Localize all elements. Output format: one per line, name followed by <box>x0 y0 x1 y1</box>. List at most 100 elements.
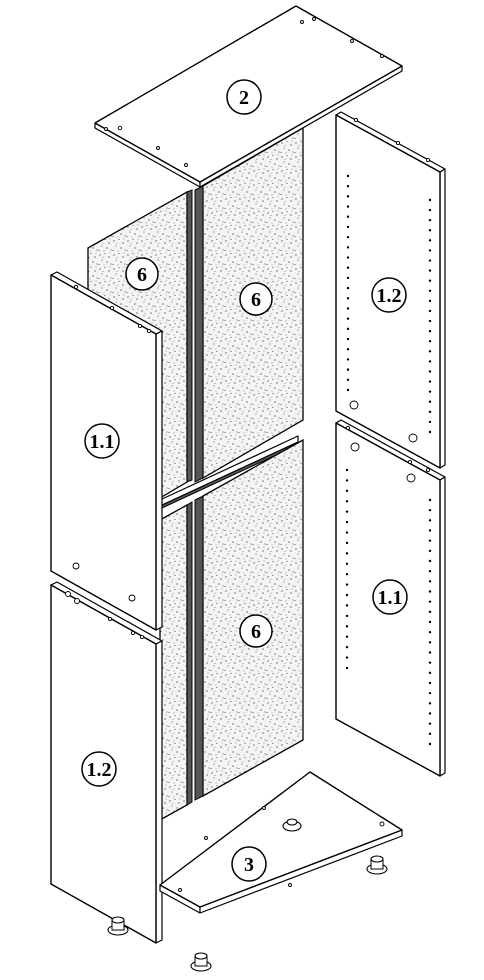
shelf-pin-hole <box>428 610 432 614</box>
shelf-pin-hole <box>428 390 432 393</box>
shelf-pin-hole <box>428 600 432 603</box>
shelf-pin-hole <box>346 317 350 320</box>
shelf-pin-hole <box>428 712 432 715</box>
shelf-pin-hole <box>346 174 350 178</box>
shelf-pin-hole <box>428 508 432 512</box>
back-panel-lower-left <box>159 501 193 822</box>
shelf-pin-hole <box>428 198 432 202</box>
shelf-pin-hole <box>428 329 432 333</box>
shelf-pin-hole <box>345 573 349 576</box>
shelf-pin-hole <box>428 410 432 414</box>
shelf-pin-hole <box>345 666 349 670</box>
shelf-pin-hole <box>428 702 432 705</box>
shelf-pin-hole <box>428 218 432 222</box>
shelf-pin-hole <box>428 671 432 675</box>
shelf-pin-hole <box>345 593 349 597</box>
shelf-pin-hole <box>428 350 432 353</box>
top-panel-callout <box>226 79 262 115</box>
shelf-pin-hole <box>428 208 432 212</box>
shelf-pin-hole <box>428 569 432 573</box>
shelf-pin-hole <box>346 215 350 218</box>
shelf-pin-hole <box>345 479 349 482</box>
right-side-lower-label: 1.1 <box>378 587 403 609</box>
shelf-pin-hole <box>428 269 432 272</box>
shelf-pin-hole <box>428 651 432 654</box>
shelf-pin-hole <box>345 625 349 628</box>
left-side-upper-label: 1.1 <box>90 431 115 453</box>
shelf-pin-hole <box>345 520 349 524</box>
shelf-pin-hole <box>346 297 350 300</box>
shelf-pin-hole <box>346 225 350 229</box>
left-side-lower-panel: 1.2 <box>50 581 163 944</box>
back-panel-upper-right: 6 <box>194 126 304 483</box>
shelf-pin-hole <box>345 489 349 493</box>
shelf-pin-hole <box>346 368 350 371</box>
shelf-pin-hole <box>345 468 349 472</box>
shelf-pin-hole <box>428 289 432 292</box>
shelf-pin-hole <box>428 420 432 424</box>
shelf-pin-hole <box>346 327 350 331</box>
shelf-pin-hole <box>346 276 350 280</box>
shelf-pin-hole <box>428 742 432 746</box>
shelf-pin-holes <box>345 468 432 746</box>
bottom-panel: 3 <box>159 771 403 914</box>
bottom-panel-label: 3 <box>244 854 254 876</box>
shelf-pin-hole <box>428 259 432 262</box>
shelf-pin-hole <box>345 541 349 545</box>
shelf-pin-hole <box>428 661 432 664</box>
shelf-pin-hole <box>345 604 349 607</box>
shelf-pin-hole <box>428 279 432 282</box>
shelf-pin-hole <box>428 249 432 252</box>
shelf-pin-hole <box>428 309 432 313</box>
shelf-pin-hole <box>346 195 350 198</box>
shelf-pin-hole <box>346 378 350 382</box>
shelf-pin-hole <box>346 307 350 310</box>
shelf-pin-hole <box>345 583 349 586</box>
shelf-pin-hole <box>428 519 432 522</box>
shelf-pin-hole <box>346 235 350 239</box>
shelf-pin-hole <box>428 360 432 363</box>
shelf-pin-hole <box>428 430 432 434</box>
shelf-pin-hole <box>428 630 432 634</box>
leveling-foot-icon <box>107 916 129 936</box>
top-panel: 2 <box>94 5 403 188</box>
leveling-foot-icon <box>282 818 302 832</box>
top-panel-label: 2 <box>239 87 249 109</box>
shelf-pin-hole <box>428 590 432 593</box>
leveling-foot-icon <box>190 952 212 972</box>
leveling-foot-icon <box>366 855 388 875</box>
shelf-pin-hole <box>346 337 350 341</box>
back-panel-lower-right-label: 6 <box>251 621 261 643</box>
shelf-pin-hole <box>345 510 349 513</box>
left-side-lower-label: 1.2 <box>87 759 112 781</box>
shelf-pin-holes <box>346 174 432 434</box>
shelf-pin-hole <box>428 229 432 232</box>
shelf-pin-hole <box>345 562 349 565</box>
shelf-pin-hole <box>428 691 432 695</box>
shelf-pin-hole <box>428 498 432 502</box>
right-side-upper-label: 1.2 <box>377 285 402 307</box>
shelf-pin-hole <box>345 531 349 534</box>
shelf-pin-hole <box>428 580 432 583</box>
shelf-pin-hole <box>345 635 349 638</box>
shelf-pin-hole <box>346 286 350 290</box>
shelf-pin-hole <box>428 299 432 303</box>
shelf-pin-hole <box>428 529 432 532</box>
shelf-pin-hole <box>428 681 432 685</box>
right-side-lower-panel: 1.1 <box>335 419 446 777</box>
back-panel-upper-left-label: 6 <box>137 264 147 286</box>
shelf-pin-hole <box>346 256 350 259</box>
shelf-pin-hole <box>428 400 432 403</box>
shelf-pin-hole <box>346 246 350 249</box>
shelf-pin-hole <box>346 348 350 351</box>
right-side-upper-panel: 1.2 <box>335 111 446 469</box>
left-side-upper-panel: 1.1 <box>50 271 163 631</box>
shelf-pin-hole <box>428 732 432 736</box>
shelf-pin-hole <box>346 388 350 392</box>
shelf-pin-hole <box>428 239 432 242</box>
shelf-pin-hole <box>428 641 432 644</box>
shelf-pin-hole <box>346 266 350 269</box>
back-panel-upper-right-label: 6 <box>251 289 261 311</box>
shelf-pin-hole <box>428 539 432 542</box>
